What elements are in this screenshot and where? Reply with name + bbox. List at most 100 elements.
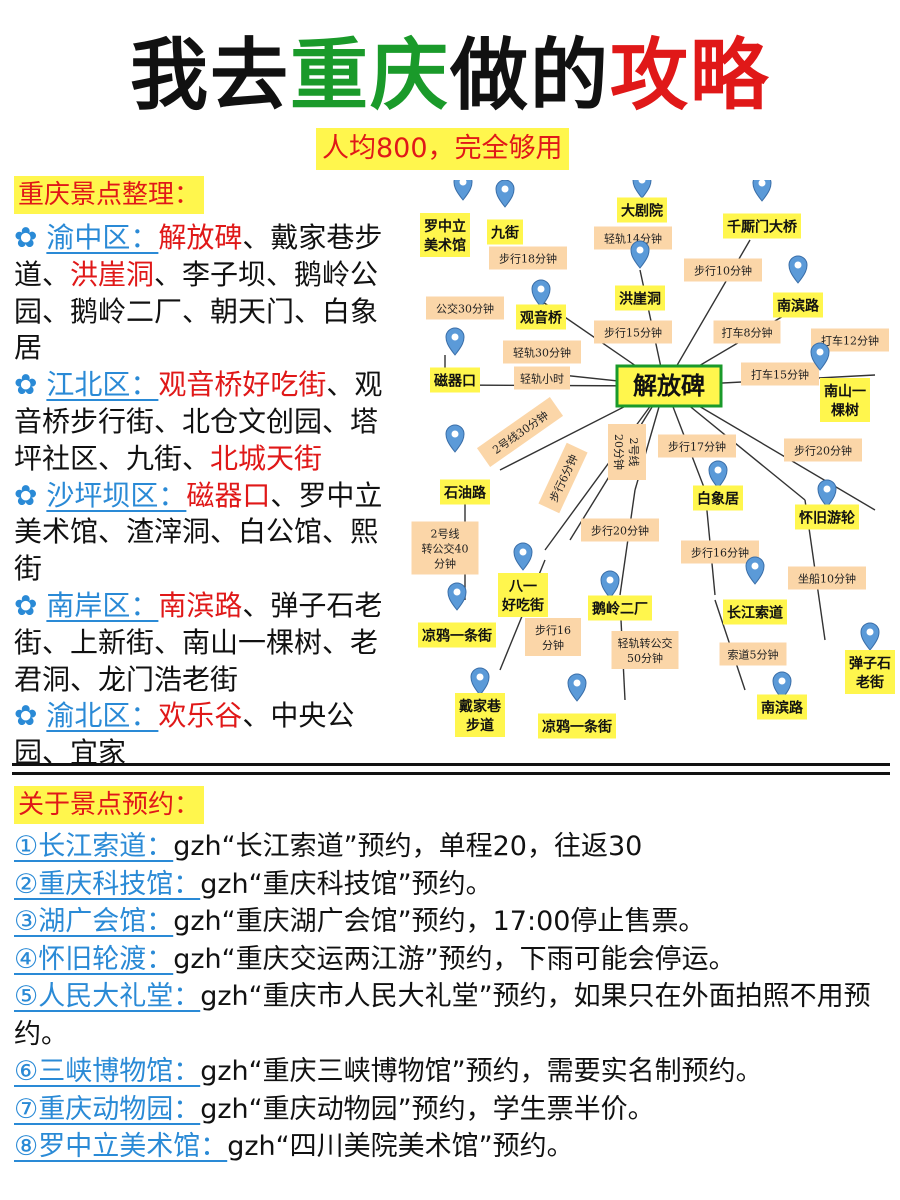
location-pin-icon [495, 180, 515, 208]
route-label-text: 20分钟 [612, 434, 626, 470]
place-label: 千厮门大桥 [723, 213, 801, 239]
place-label: 凉鸦一条街 [418, 622, 496, 648]
booking-item: ⑤人民大礼堂：gzh“重庆市人民大礼堂”预约，如果只在外面拍照不用预约。 [14, 978, 884, 1053]
route-label: 坐船10分钟 [788, 566, 866, 590]
center-node: 解放碑 [615, 364, 723, 408]
location-pin-icon [772, 671, 792, 700]
place-label: 怀旧游轮 [795, 504, 859, 530]
route-label: 打车8分钟 [713, 320, 781, 344]
title-part-1: 我去 [129, 31, 290, 121]
place-label: 弹子石老街 [845, 650, 895, 694]
location-pin-icon [745, 556, 765, 585]
district-item: ✿ 渝北区：欢乐谷、中央公园、宜家 [14, 698, 394, 772]
spots-heading: 重庆景点整理： [14, 176, 205, 214]
route-label-text: 公交30分钟 [436, 302, 494, 316]
place-label-text: 白象居 [697, 491, 739, 508]
place-label-text: 磁器口 [434, 373, 476, 390]
place-label-text: 步道 [466, 717, 494, 734]
booking-item: ⑦重庆动物园：gzh“重庆动物园”预约，学生票半价。 [14, 1091, 884, 1129]
route-label-text: 分钟 [542, 638, 564, 652]
place-label: 白象居 [693, 485, 743, 511]
flower-icon: ✿ [14, 368, 47, 402]
route-label-text: 步行20分钟 [794, 444, 852, 458]
place-label: 南山一棵树 [820, 378, 870, 422]
booking-detail: gzh“重庆湖广会馆”预约，17:00停止售票。 [173, 906, 706, 937]
place-label-text: 凉鸦一条街 [542, 719, 612, 736]
route-label: 步行10分钟 [684, 258, 762, 282]
route-label: 步行20分钟 [784, 438, 862, 462]
route-label-text: 索道5分钟 [728, 648, 779, 662]
route-label-text: 2号线 [627, 438, 641, 467]
place-label-text: 南滨路 [761, 700, 804, 717]
location-pin-icon [445, 327, 465, 356]
district-name: 渝北区： [46, 699, 159, 733]
route-label-text: 步行18分钟 [499, 252, 557, 266]
place-label-text: 长江索道 [727, 605, 783, 622]
route-label-text: 50分钟 [627, 651, 663, 665]
route-label: 打车12分钟 [811, 328, 889, 352]
route-label: 轻轨30分钟 [503, 340, 581, 364]
booking-item: ④怀旧轮渡：gzh“重庆交运两江游”预约，下雨可能会停运。 [14, 941, 884, 979]
place-label: 南滨路 [757, 694, 807, 720]
spot-text: 、戴家巷步道、 [14, 221, 383, 291]
booking-place-name: ②重庆科技馆： [14, 868, 201, 900]
route-label-text: 轻轨转公交 [618, 636, 673, 650]
booking-place-name: ⑧罗中立美术馆： [14, 1131, 228, 1162]
location-pin-icon [531, 279, 551, 308]
place-label-text: 美术馆 [424, 237, 466, 254]
route-label: 2号线30分钟 [476, 397, 564, 467]
place-label-text: 观音桥 [520, 310, 563, 327]
district-list: ✿ 渝中区：解放碑、戴家巷步道、洪崖洞、李子坝、鹅岭公园、鹅岭二厂、朝天门、白象… [14, 220, 394, 772]
place-label: 长江索道 [723, 599, 787, 625]
highlight-spot: 解放碑 [158, 221, 243, 254]
route-label: 公交30分钟 [426, 296, 504, 320]
route-label-text: 打车15分钟 [751, 368, 809, 382]
place-label-text: 凉鸦一条街 [422, 628, 492, 645]
route-line [544, 385, 666, 551]
location-pin-icon [632, 180, 652, 199]
route-label-text: 打车12分钟 [821, 334, 879, 348]
booking-item: ⑧罗中立美术馆：gzh“四川美院美术馆”预约。 [14, 1128, 884, 1166]
route-label-text: 步行16 [535, 624, 571, 637]
location-pin-icon [810, 342, 830, 371]
booking-detail: gzh“重庆市人民大礼堂”预约，如果只在外面拍照不用预约。 [14, 981, 871, 1050]
route-label: 步行17分钟 [658, 434, 736, 458]
title-part-4: 攻略 [610, 31, 771, 121]
booking-detail: gzh“长江索道”预约，单程20，往返30 [173, 831, 643, 862]
booking-item: ②重庆科技馆：gzh“重庆科技馆”预约。 [14, 866, 884, 904]
location-pin-icon [630, 240, 650, 269]
page-title: 我去重庆做的攻略 [0, 28, 900, 124]
location-pin-icon [860, 622, 880, 651]
route-label: 步行15分钟 [594, 320, 672, 344]
location-pin-icon [453, 180, 473, 201]
flower-icon: ✿ [14, 221, 47, 254]
center-node-label: 解放碑 [633, 371, 705, 400]
place-label-text: 好吃街 [501, 597, 544, 614]
route-label: 轻轨小时 [514, 366, 570, 390]
place-label-text: 老街 [856, 674, 884, 691]
booking-item: ⑥三峡博物馆：gzh“重庆三峡博物馆”预约，需要实名制预约。 [14, 1053, 884, 1091]
district-name: 渝中区： [46, 221, 159, 254]
place-label-text: 弹子石 [849, 655, 891, 672]
route-label: 打车15分钟 [741, 362, 819, 386]
place-label: 大剧院 [617, 197, 667, 223]
route-line [619, 489, 636, 596]
place-label: 凉鸦一条街 [538, 713, 616, 739]
location-pin-icon [752, 180, 772, 202]
highlight-spot: 洪崖洞 [70, 257, 155, 291]
spot-text: 、观音桥步行街、北仓文创园、塔坪社区、九街、 [14, 368, 383, 475]
flower-icon: ✿ [14, 588, 47, 622]
place-label-text: 鹅岭二厂 [592, 601, 648, 618]
route-label: 轻轨14分钟 [594, 226, 672, 250]
place-label-text: 南滨路 [777, 298, 820, 315]
route-label: 步行16分钟 [681, 540, 759, 564]
district-item: ✿ 南岸区：南滨路、弹子石老街、上新街、南山一棵树、老君洞、龙门浩老街 [14, 588, 394, 698]
place-label-text: 千厮门大桥 [727, 219, 798, 236]
route-label-text: 坐船10分钟 [798, 572, 856, 586]
route-label: 步行20分钟 [581, 518, 659, 542]
flower-icon: ✿ [14, 699, 47, 733]
place-label: 石油路 [440, 479, 490, 505]
